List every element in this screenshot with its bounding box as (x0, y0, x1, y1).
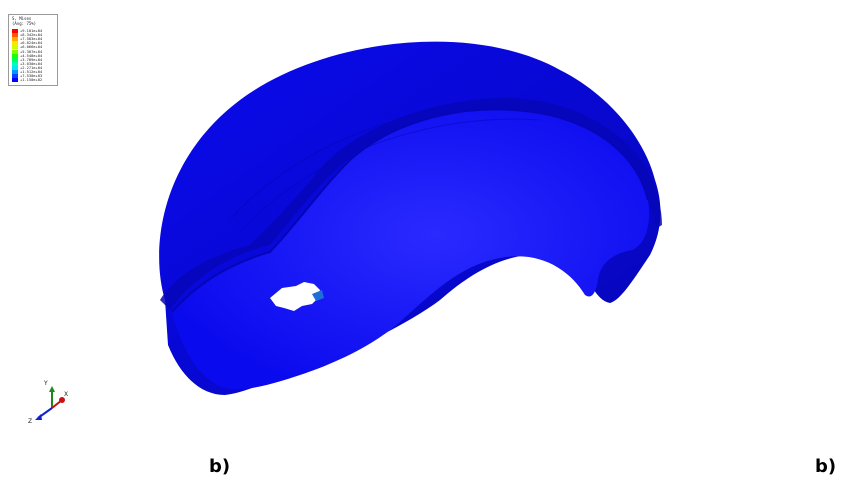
through-hole (270, 282, 320, 311)
legend-entry: +3.030e+04 (12, 61, 44, 66)
legend-value: +8.342e+04 (20, 32, 43, 37)
legend-entry: +8.342e+04 (12, 32, 44, 38)
surface-band-line (229, 103, 646, 221)
legend-value: +6.066e+04 (20, 44, 43, 50)
legend-swatch (12, 45, 18, 50)
y-axis-arrowhead (49, 386, 55, 392)
y-axis-label: Y (44, 380, 48, 387)
legend-entry: +7.530e+03 (12, 73, 44, 79)
figure-caption-left: b) (209, 456, 231, 477)
legend-swatch (12, 65, 18, 70)
legend-value: +2.271e+04 (20, 65, 43, 70)
surface-band-line-2 (239, 118, 541, 233)
legend-entry: +2.271e+04 (12, 66, 44, 70)
z-axis-arrowhead (35, 414, 42, 420)
legend-entry: +4.548e+04 (12, 52, 44, 58)
legend-entry: +6.824e+04 (12, 40, 44, 46)
axis-triad-graphic (35, 386, 65, 420)
legend-value: +7.530e+03 (20, 73, 43, 78)
x-axis-label: X (64, 391, 69, 398)
legend-entry: +1.150e+02 (12, 77, 44, 83)
z-axis-label: Z (28, 418, 33, 425)
inner-rim-edge (171, 108, 649, 313)
stress-hotspot (312, 290, 324, 301)
legend-swatch (12, 57, 18, 62)
legend-swatch (12, 37, 18, 42)
axis-triad: Y X Z (28, 378, 78, 430)
legend-swatch (12, 61, 18, 66)
legend-entry: +3.789e+04 (12, 56, 44, 62)
legend-value: +3.030e+04 (20, 61, 43, 66)
legend-swatch (12, 53, 18, 58)
legend-entry: +1.512e+04 (12, 70, 44, 74)
x-axis-tip (59, 397, 65, 403)
inner-cavity (172, 109, 650, 390)
contour-legend: S, Mises (Avg: 75%) +9.101e+04+8.342e+04… (8, 14, 58, 86)
legend-rows: +9.101e+04+8.342e+04+7.583e+04+6.824e+04… (12, 28, 44, 83)
legend-swatch (12, 74, 18, 79)
legend-value: +5.307e+04 (20, 48, 43, 54)
legend-title: S, Mises (12, 16, 32, 21)
legend-swatch (12, 29, 18, 34)
legend-value: +6.824e+04 (20, 40, 43, 46)
legend-value: +4.548e+04 (20, 52, 43, 58)
legend-value: +3.789e+04 (20, 56, 43, 62)
legend-swatch (12, 78, 18, 83)
legend-swatch (12, 33, 18, 38)
legend-entry: +5.307e+04 (12, 48, 44, 54)
legend-swatch (12, 69, 18, 74)
legend-subtitle: (Avg: 75%) (12, 21, 37, 26)
legend-value: +1.512e+04 (20, 69, 43, 74)
legend-swatch (12, 41, 18, 46)
legend-entry: +9.101e+04 (12, 28, 44, 34)
legend-value: +9.101e+04 (20, 28, 43, 33)
legend-swatch (12, 49, 18, 54)
legend-value: +1.150e+02 (20, 77, 43, 83)
legend-entry: +6.066e+04 (12, 44, 44, 50)
legend-value: +7.583e+04 (20, 36, 43, 42)
figure-caption-right: b) (815, 456, 837, 477)
legend-entry: +7.583e+04 (12, 36, 44, 42)
